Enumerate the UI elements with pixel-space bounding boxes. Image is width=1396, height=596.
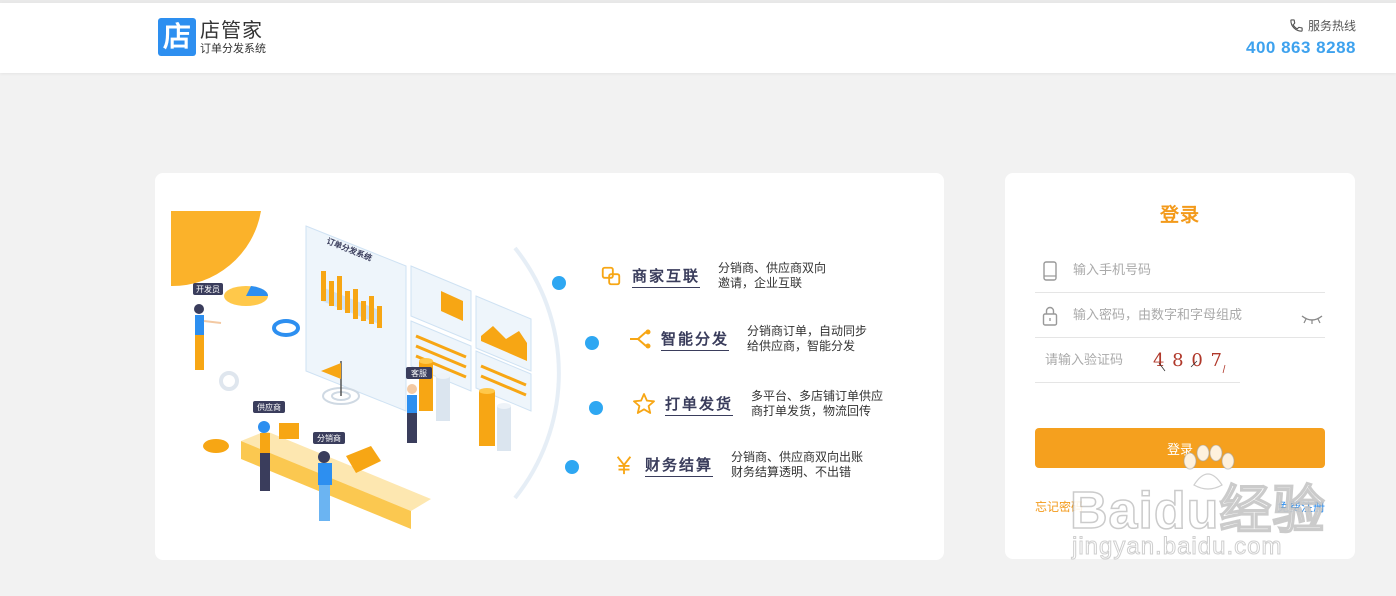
logo-name: 店管家 [200,17,263,42]
feature-dot [589,401,603,415]
feature-desc-line: 分销商、供应商双向出账 [731,450,864,464]
feature-title: 智能分发 [661,328,730,351]
login-panel: 登录 4 8 0 7 登录 忘记密码 免费注册 [1005,173,1355,559]
feature-desc: 分销商、供应商双向 邀请，企业互联 [718,261,826,291]
captcha-field [1035,339,1240,383]
feature-finance: 财务结算 分销商、供应商双向出账 财务结算透明、不出错 [565,450,863,480]
star-icon [631,391,657,417]
lock-icon [1039,306,1061,326]
logo-text: 店管家 订单分发系统 [200,19,266,56]
feature-desc: 分销商、供应商双向出账 财务结算透明、不出错 [731,450,863,480]
share-icon [627,326,653,352]
tag-gongying: 供应商 [257,402,281,412]
feature-desc-line: 分销商订单，自动同步 [747,324,868,338]
logo-subtitle: 订单分发系统 [200,41,266,55]
phone-icon [1290,19,1303,32]
captcha-input[interactable] [1045,353,1145,368]
feature-desc-line: 给供应商，智能分发 [747,339,856,353]
feature-arc [513,246,561,500]
feature-desc-line: 财务结算透明、不出错 [731,465,852,479]
tag-fenxiao: 分销商 [317,433,341,443]
feature-desc-line: 邀请，企业互联 [718,276,803,290]
login-button[interactable]: 登录 [1035,428,1325,468]
service-hotline: 服务热线 400 863 8288 [1246,17,1356,58]
feature-dot [565,460,579,474]
login-title: 登录 [1159,204,1200,226]
feature-desc-line: 分销商、供应商双向 [718,261,827,275]
password-field [1035,294,1325,338]
captcha-image[interactable]: 4 8 0 7 [1153,347,1233,374]
yen-icon [611,452,637,478]
feature-dot [552,276,566,290]
feature-merchant-link: 商家互联 分销商、供应商双向 邀请，企业互联 [552,261,826,291]
link-icon [598,263,624,289]
captcha-text: 4 8 0 7 [1153,350,1223,371]
hotline-label-text: 服务热线 [1307,19,1356,33]
feature-desc: 多平台、多店铺订单供应 商打单发货，物流回传 [751,389,883,419]
tag-kaifa: 开发员 [196,284,220,294]
feature-print-ship: 打单发货 多平台、多店铺订单供应 商打单发货，物流回传 [589,389,883,419]
top-border [0,0,1396,3]
promo-panel: 开发员 客服 供应商 分销商 订单分发系统 商家互联 分销商、供应商双向 邀请，… [155,173,944,560]
register-link[interactable]: 免费注册 [1276,500,1325,514]
site-header: 店 店管家 订单分发系统 服务热线 400 863 8288 [0,3,1396,73]
hotline-label: 服务热线 [1246,17,1356,34]
phone-field [1035,249,1325,293]
forgot-password-link[interactable]: 忘记密码 [1035,500,1084,514]
feature-desc-line: 多平台、多店铺订单供应 [751,389,884,403]
feature-title: 财务结算 [645,454,714,477]
password-input[interactable] [1073,308,1293,323]
feature-dot [585,336,599,350]
feature-desc: 分销商订单，自动同步 给供应商，智能分发 [747,324,867,354]
hotline-number: 400 863 8288 [1246,38,1356,57]
logo[interactable]: 店 店管家 订单分发系统 [158,18,266,56]
logo-badge: 店 [158,18,196,56]
tag-kefu: 客服 [411,368,427,378]
feature-desc-line: 商打单发货，物流回传 [751,404,872,418]
feature-smart-dispatch: 智能分发 分销商订单，自动同步 给供应商，智能分发 [585,324,867,354]
feature-title: 商家互联 [632,265,701,288]
phone-input[interactable] [1073,263,1293,278]
feature-title: 打单发货 [665,393,734,416]
isometric-illustration: 开发员 客服 供应商 分销商 订单分发系统 [171,211,532,529]
mobile-icon [1039,260,1061,281]
eye-closed-icon[interactable] [1301,309,1323,328]
